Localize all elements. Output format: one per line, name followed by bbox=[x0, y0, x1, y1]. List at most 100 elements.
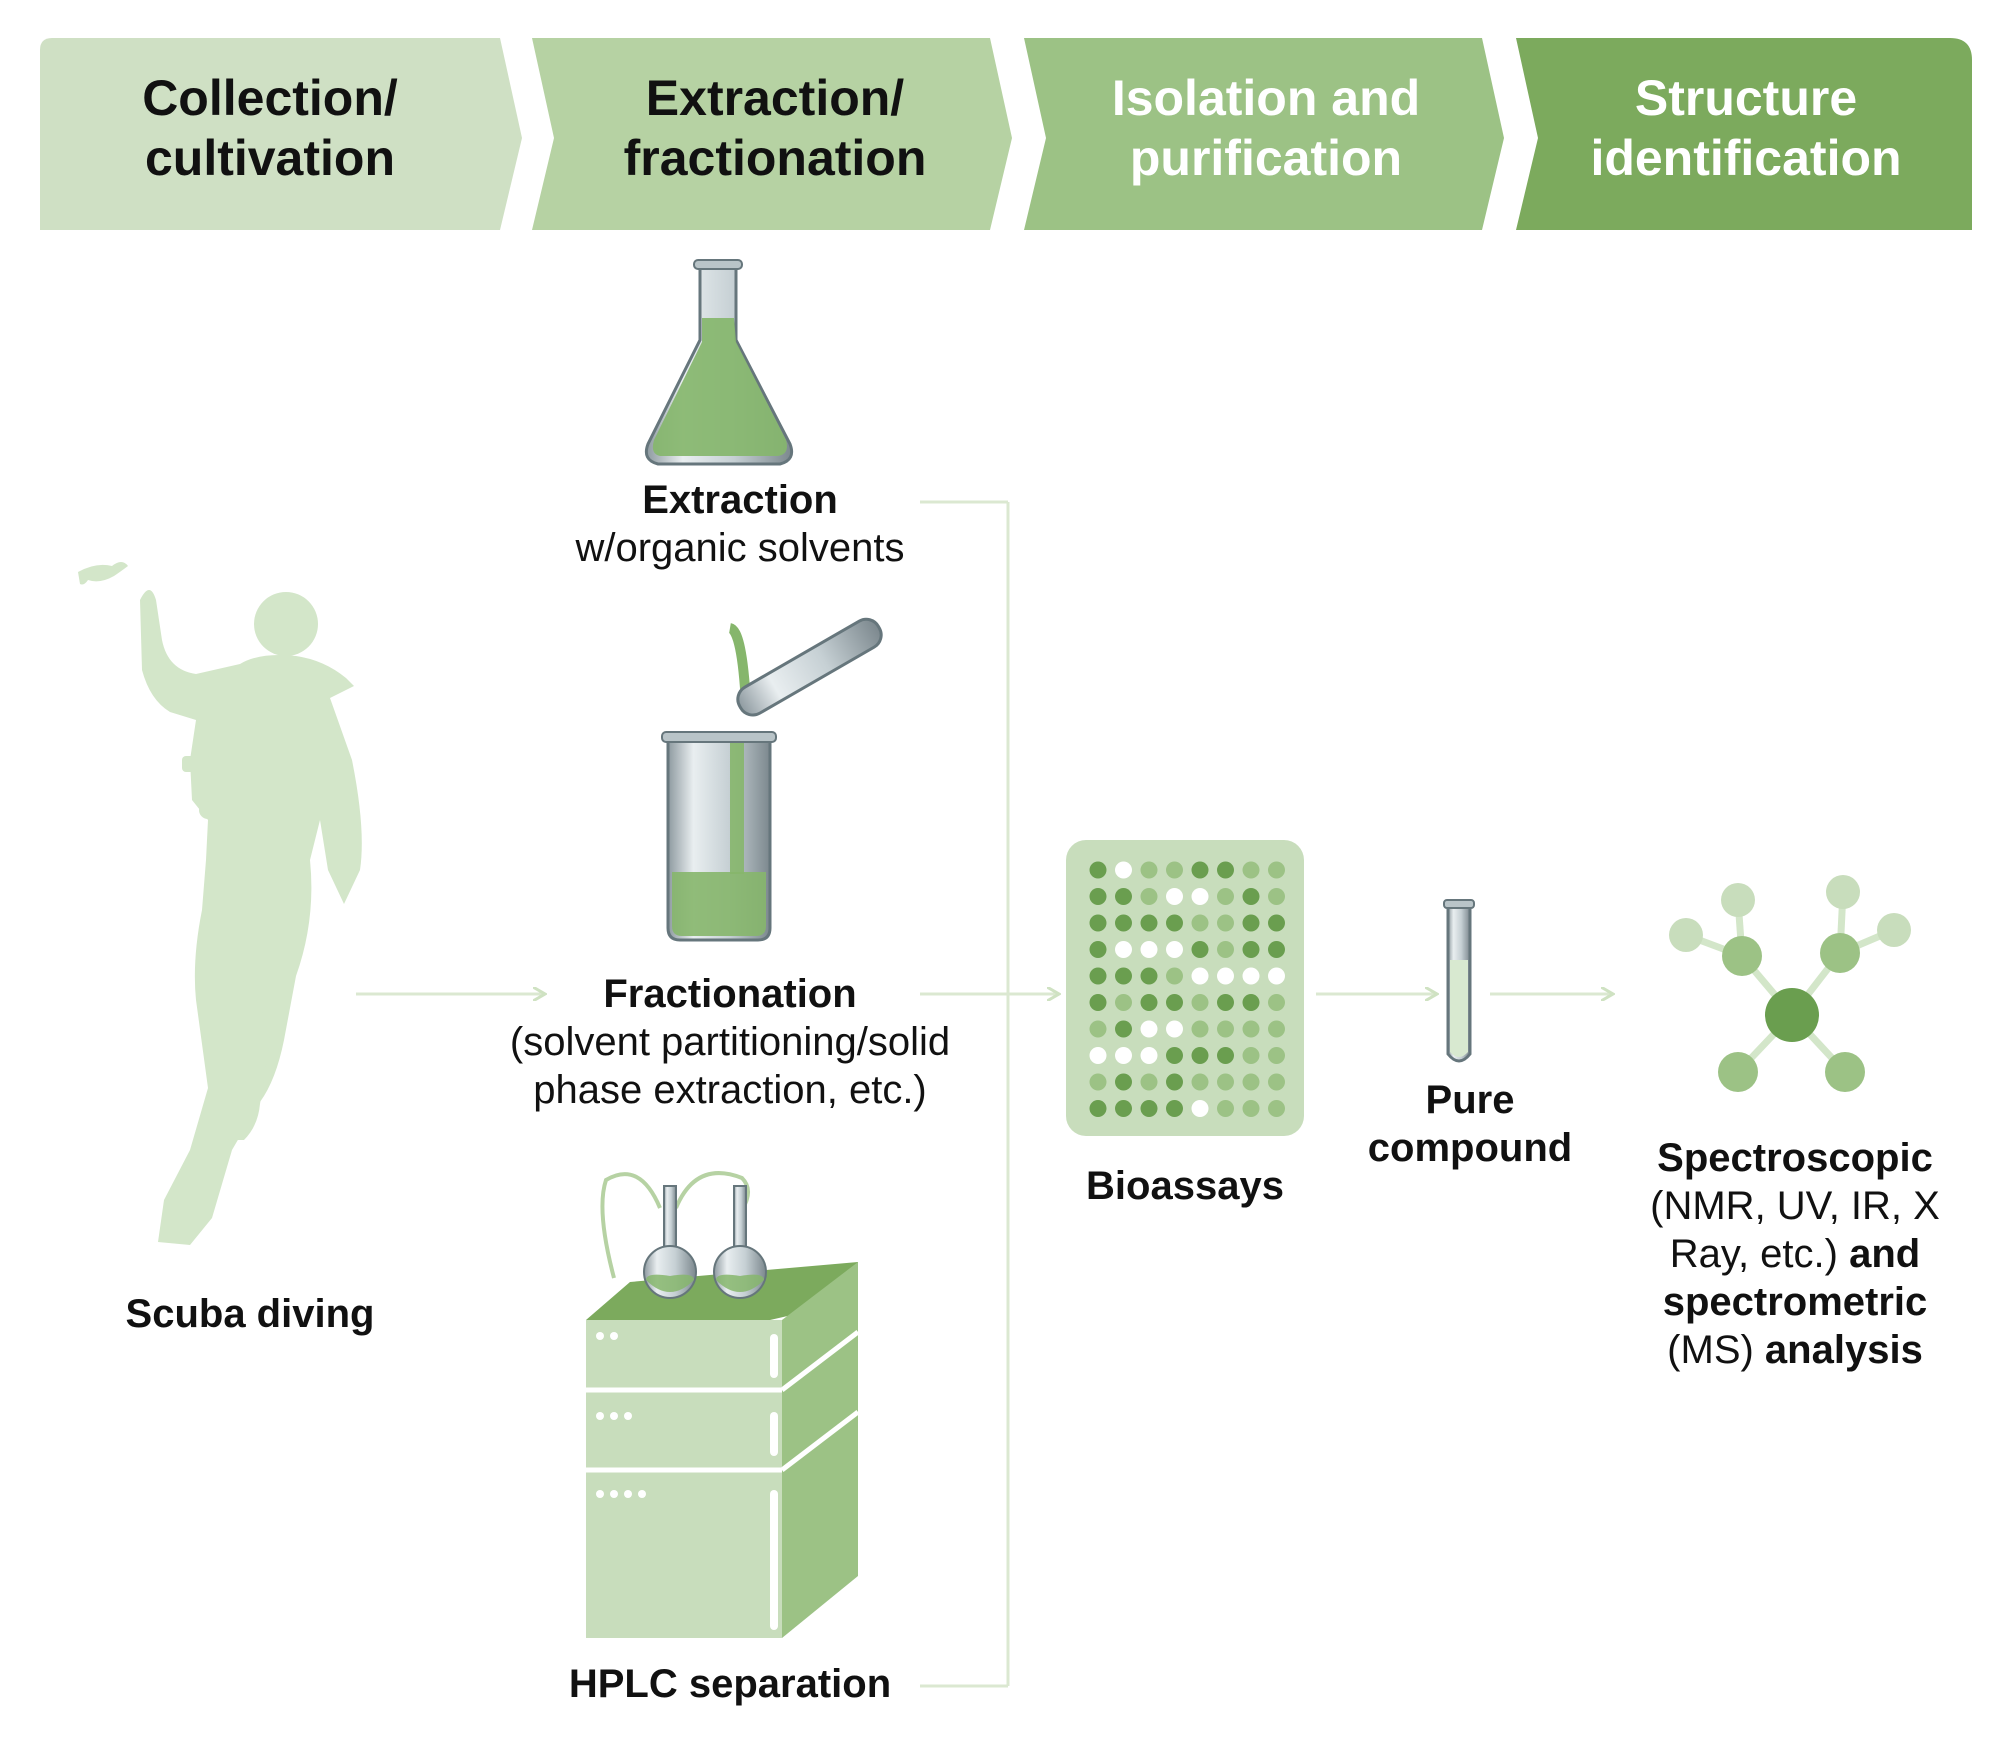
well bbox=[1166, 941, 1183, 958]
stage-chevron-2 bbox=[532, 38, 1012, 230]
scuba-diving-label: Scuba diving bbox=[80, 1290, 420, 1338]
well bbox=[1115, 1073, 1132, 1091]
analysis-line: spectrometric bbox=[1662, 1280, 1928, 1324]
well bbox=[1217, 1073, 1234, 1091]
bioassays-label: Bioassays bbox=[1060, 1162, 1310, 1210]
scuba-diving-text: Scuba diving bbox=[125, 1292, 375, 1336]
extraction-title: Extraction bbox=[642, 478, 838, 522]
well bbox=[1166, 994, 1183, 1011]
well bbox=[1115, 994, 1132, 1011]
well bbox=[1242, 1100, 1260, 1117]
diver-icon bbox=[78, 562, 362, 1245]
fractionation-title: Fractionation bbox=[603, 972, 857, 1016]
well bbox=[1115, 967, 1132, 985]
molecule-icon bbox=[1669, 875, 1911, 1092]
well bbox=[1140, 1020, 1158, 1038]
extraction-detail: w/organic solvents bbox=[575, 526, 905, 570]
well bbox=[1242, 941, 1260, 958]
well-plate-icon bbox=[1066, 840, 1304, 1136]
stage-chevron-4 bbox=[1516, 38, 1972, 230]
analysis-line: Ray, etc.) bbox=[1669, 1232, 1838, 1276]
well bbox=[1089, 861, 1107, 879]
well bbox=[1217, 994, 1234, 1011]
well bbox=[1140, 967, 1158, 985]
analysis-line: (MS) bbox=[1667, 1328, 1754, 1372]
well bbox=[1268, 994, 1285, 1011]
well bbox=[1242, 967, 1260, 985]
well bbox=[1242, 1047, 1260, 1064]
well bbox=[1242, 994, 1260, 1011]
well bbox=[1115, 941, 1132, 958]
well bbox=[1115, 914, 1132, 932]
well bbox=[1242, 1073, 1260, 1091]
stage-label-line: Isolation and bbox=[1111, 70, 1421, 126]
well bbox=[1191, 1020, 1209, 1038]
extraction-label: Extraction w/organic solvents bbox=[520, 476, 960, 572]
fractionation-detail-line: phase extraction, etc.) bbox=[533, 1068, 927, 1112]
well bbox=[1217, 967, 1234, 985]
well bbox=[1115, 1020, 1132, 1038]
well bbox=[1115, 888, 1132, 905]
well bbox=[1191, 914, 1209, 932]
pure-compound-line: Pure bbox=[1425, 1078, 1515, 1122]
stage-label-collection: Collection/cultivation bbox=[60, 68, 480, 188]
well bbox=[1115, 1100, 1132, 1117]
well bbox=[1191, 941, 1209, 958]
well bbox=[1166, 967, 1183, 985]
well bbox=[1140, 914, 1158, 932]
well bbox=[1166, 888, 1183, 905]
well bbox=[1140, 1100, 1158, 1117]
hplc-separation-label: HPLC separation bbox=[520, 1660, 940, 1708]
well bbox=[1140, 1073, 1158, 1091]
bioassays-text: Bioassays bbox=[1086, 1164, 1284, 1208]
well bbox=[1217, 914, 1234, 932]
flask-icon bbox=[644, 259, 794, 466]
well bbox=[1191, 1073, 1209, 1091]
well bbox=[1140, 861, 1158, 879]
well bbox=[1115, 1047, 1132, 1064]
well bbox=[1089, 941, 1107, 958]
well bbox=[1268, 888, 1285, 905]
stage-label-line: cultivation bbox=[144, 130, 395, 186]
analysis-line: analysis bbox=[1753, 1328, 1923, 1372]
well bbox=[1115, 861, 1132, 879]
well bbox=[1191, 1100, 1209, 1117]
hplc-separation-text: HPLC separation bbox=[568, 1662, 892, 1706]
stage-label-line: fractionation bbox=[623, 130, 927, 186]
stage-chevron-1 bbox=[40, 38, 522, 230]
analysis-line: and bbox=[1837, 1232, 1921, 1276]
well bbox=[1268, 1047, 1285, 1064]
well bbox=[1268, 861, 1285, 879]
well bbox=[1089, 888, 1107, 905]
well bbox=[1089, 967, 1107, 985]
well bbox=[1242, 1020, 1260, 1038]
well bbox=[1268, 967, 1285, 985]
well bbox=[1217, 1020, 1234, 1038]
stage-label-extraction: Extraction/fractionation bbox=[555, 68, 995, 188]
well bbox=[1089, 1047, 1107, 1064]
well bbox=[1191, 1047, 1209, 1064]
pure-compound-line: compound bbox=[1367, 1126, 1573, 1170]
well bbox=[1242, 888, 1260, 905]
well bbox=[1166, 1100, 1183, 1117]
well bbox=[1191, 994, 1209, 1011]
well bbox=[1089, 1100, 1107, 1117]
well bbox=[1166, 1073, 1183, 1091]
stage-label-line: Structure bbox=[1634, 70, 1858, 126]
analysis-line: (NMR, UV, IR, X bbox=[1650, 1184, 1940, 1228]
well bbox=[1089, 994, 1107, 1011]
hplc-instrument-icon bbox=[586, 1171, 860, 1638]
well bbox=[1089, 1073, 1107, 1091]
well bbox=[1268, 941, 1285, 958]
stage-label-line: Collection/ bbox=[142, 70, 398, 126]
well bbox=[1166, 1020, 1183, 1038]
well bbox=[1191, 861, 1209, 879]
well bbox=[1268, 1020, 1285, 1038]
pure-compound-label: Pure compound bbox=[1340, 1076, 1600, 1172]
stage-label-line: purification bbox=[1129, 130, 1403, 186]
stage-label-line: Extraction/ bbox=[645, 70, 905, 126]
well bbox=[1217, 861, 1234, 879]
